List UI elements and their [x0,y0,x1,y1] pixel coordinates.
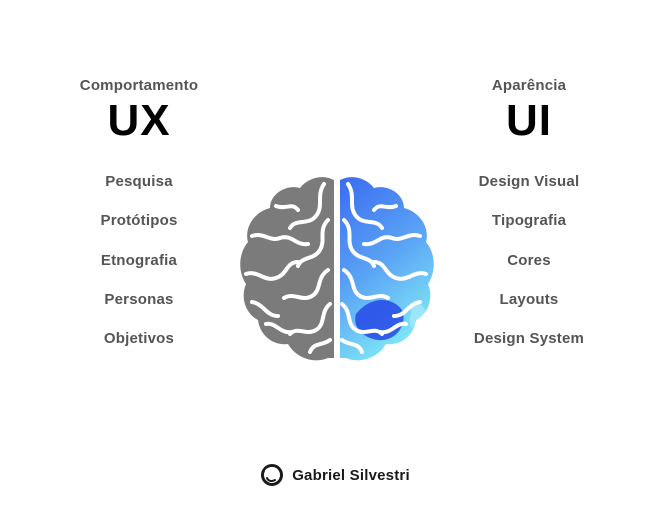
ui-item: Layouts [499,290,559,308]
ux-item: Etnografia [100,251,178,269]
ui-item: Tipografia [491,212,567,230]
ui-item: Cores [507,251,551,269]
ux-subtitle: Comportamento [79,77,199,94]
footer-name: Gabriel Silvestri [292,466,410,484]
ui-item: Design Visual [478,173,580,190]
ui-item: Design System [473,330,585,348]
ux-title: UX [107,96,171,145]
ux-item: Personas [104,290,174,308]
footer-brand: Gabriel Silvestri [0,463,670,487]
ui-subtitle: Aparência [491,77,567,94]
ui-column: Aparência UI Design Visual Tipografia Co… [419,76,639,368]
ux-item: Protótipos [100,212,178,230]
ux-column: Comportamento UX Pesquisa Protótipos Etn… [29,76,249,368]
ui-list: Design Visual Tipografia Cores Layouts D… [474,172,584,368]
ux-list: Pesquisa Protótipos Etnografia Personas … [101,172,178,368]
logo-icon [261,464,284,486]
ux-item: Pesquisa [105,173,173,190]
ux-item: Objetivos [103,330,175,348]
ui-title: UI [506,96,552,145]
brain-icon [240,177,434,361]
